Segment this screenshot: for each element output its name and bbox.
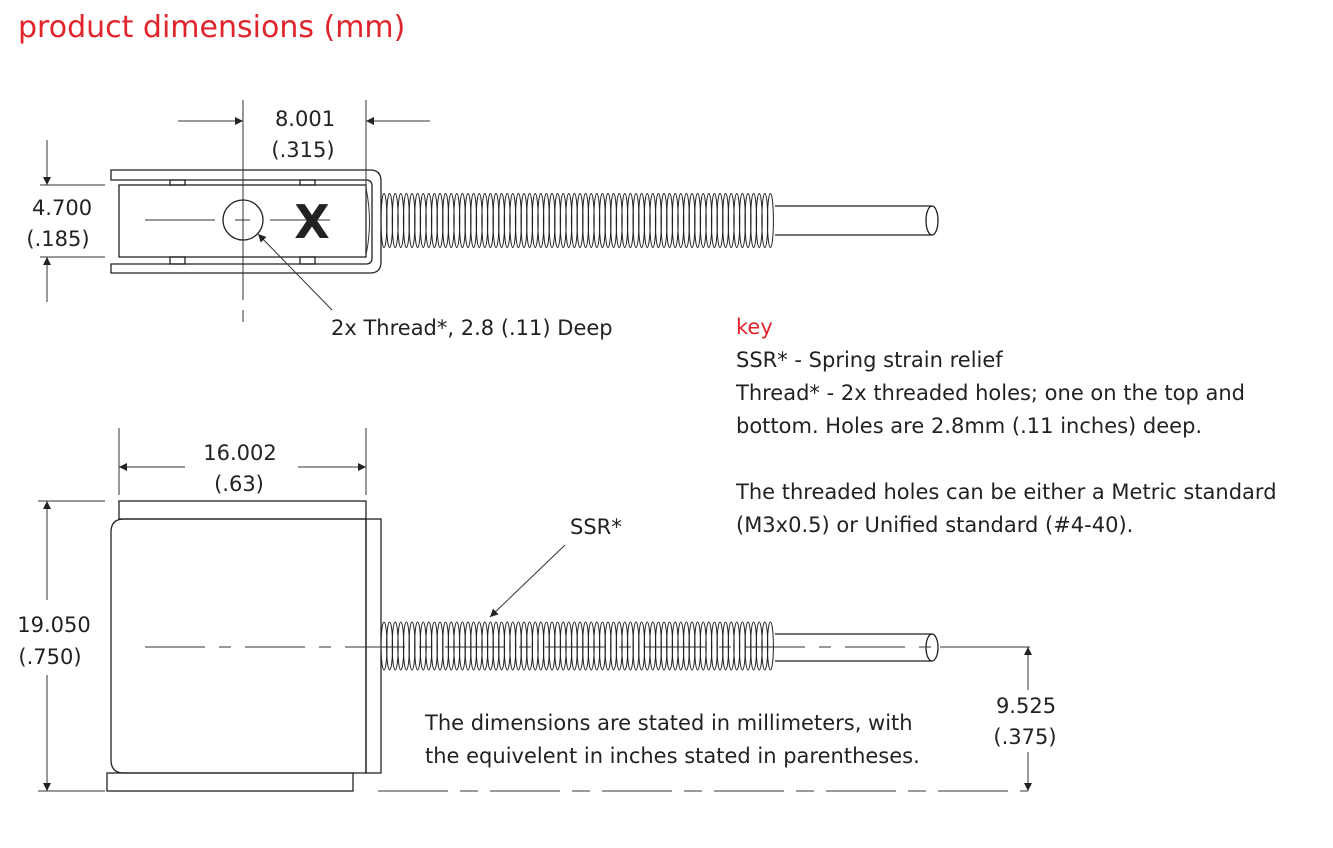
offset-dim-mm: 9.525 — [996, 694, 1056, 718]
top-view: X 8.001 (.315) 4.700 (.185) 2x Thread*, … — [26, 100, 939, 340]
spring-side-view — [380, 621, 774, 671]
cable-rod — [775, 633, 932, 662]
bottom-plate — [106, 772, 354, 792]
spring-coil — [766, 621, 774, 671]
top-bracket — [110, 169, 382, 274]
cable-rod — [775, 205, 932, 236]
key-line: bottom. Holes are 2.8mm (.11 inches) dee… — [736, 414, 1202, 438]
units-note-line: the equivelent in inches stated in paren… — [425, 744, 920, 768]
thread-hole — [222, 199, 264, 241]
side-height-in: (.750) — [18, 645, 81, 669]
ssr-callout: SSR* — [570, 515, 622, 539]
top-plate — [118, 500, 367, 520]
thread-callout: 2x Thread*, 2.8 (.11) Deep — [331, 316, 613, 340]
key-heading: key — [736, 315, 773, 339]
key-line: Thread* - 2x threaded holes; one on the … — [735, 381, 1245, 405]
key-line: SSR* - Spring strain relief — [736, 348, 1003, 372]
key-line: The threaded holes can be either a Metri… — [735, 480, 1277, 504]
side-view: 16.002 (.63) 19.050 (.750) 9.525 (.375) … — [17, 428, 1057, 792]
width-dim-in: (.315) — [271, 138, 334, 162]
cable-end — [925, 205, 939, 236]
side-width-in: (.63) — [214, 472, 264, 496]
height-dim-mm: 4.700 — [32, 196, 92, 220]
height-dim-in: (.185) — [26, 227, 89, 251]
x-marker: X — [294, 195, 329, 249]
spring-coil — [766, 193, 774, 248]
units-note-line: The dimensions are stated in millimeters… — [424, 711, 913, 735]
offset-dim-in: (.375) — [993, 725, 1056, 749]
spring-top-view — [380, 193, 774, 248]
sensor-body — [110, 518, 367, 774]
side-height-mm: 19.050 — [17, 613, 90, 637]
page-title: product dimensions (mm) — [18, 10, 405, 45]
width-dim-mm: 8.001 — [275, 107, 335, 131]
side-plate — [365, 518, 382, 774]
side-width-mm: 16.002 — [203, 441, 276, 465]
key-line: (M3x0.5) or Unified standard (#4-40). — [736, 513, 1133, 537]
key-block: key SSR* - Spring strain relief Thread* … — [735, 315, 1277, 537]
